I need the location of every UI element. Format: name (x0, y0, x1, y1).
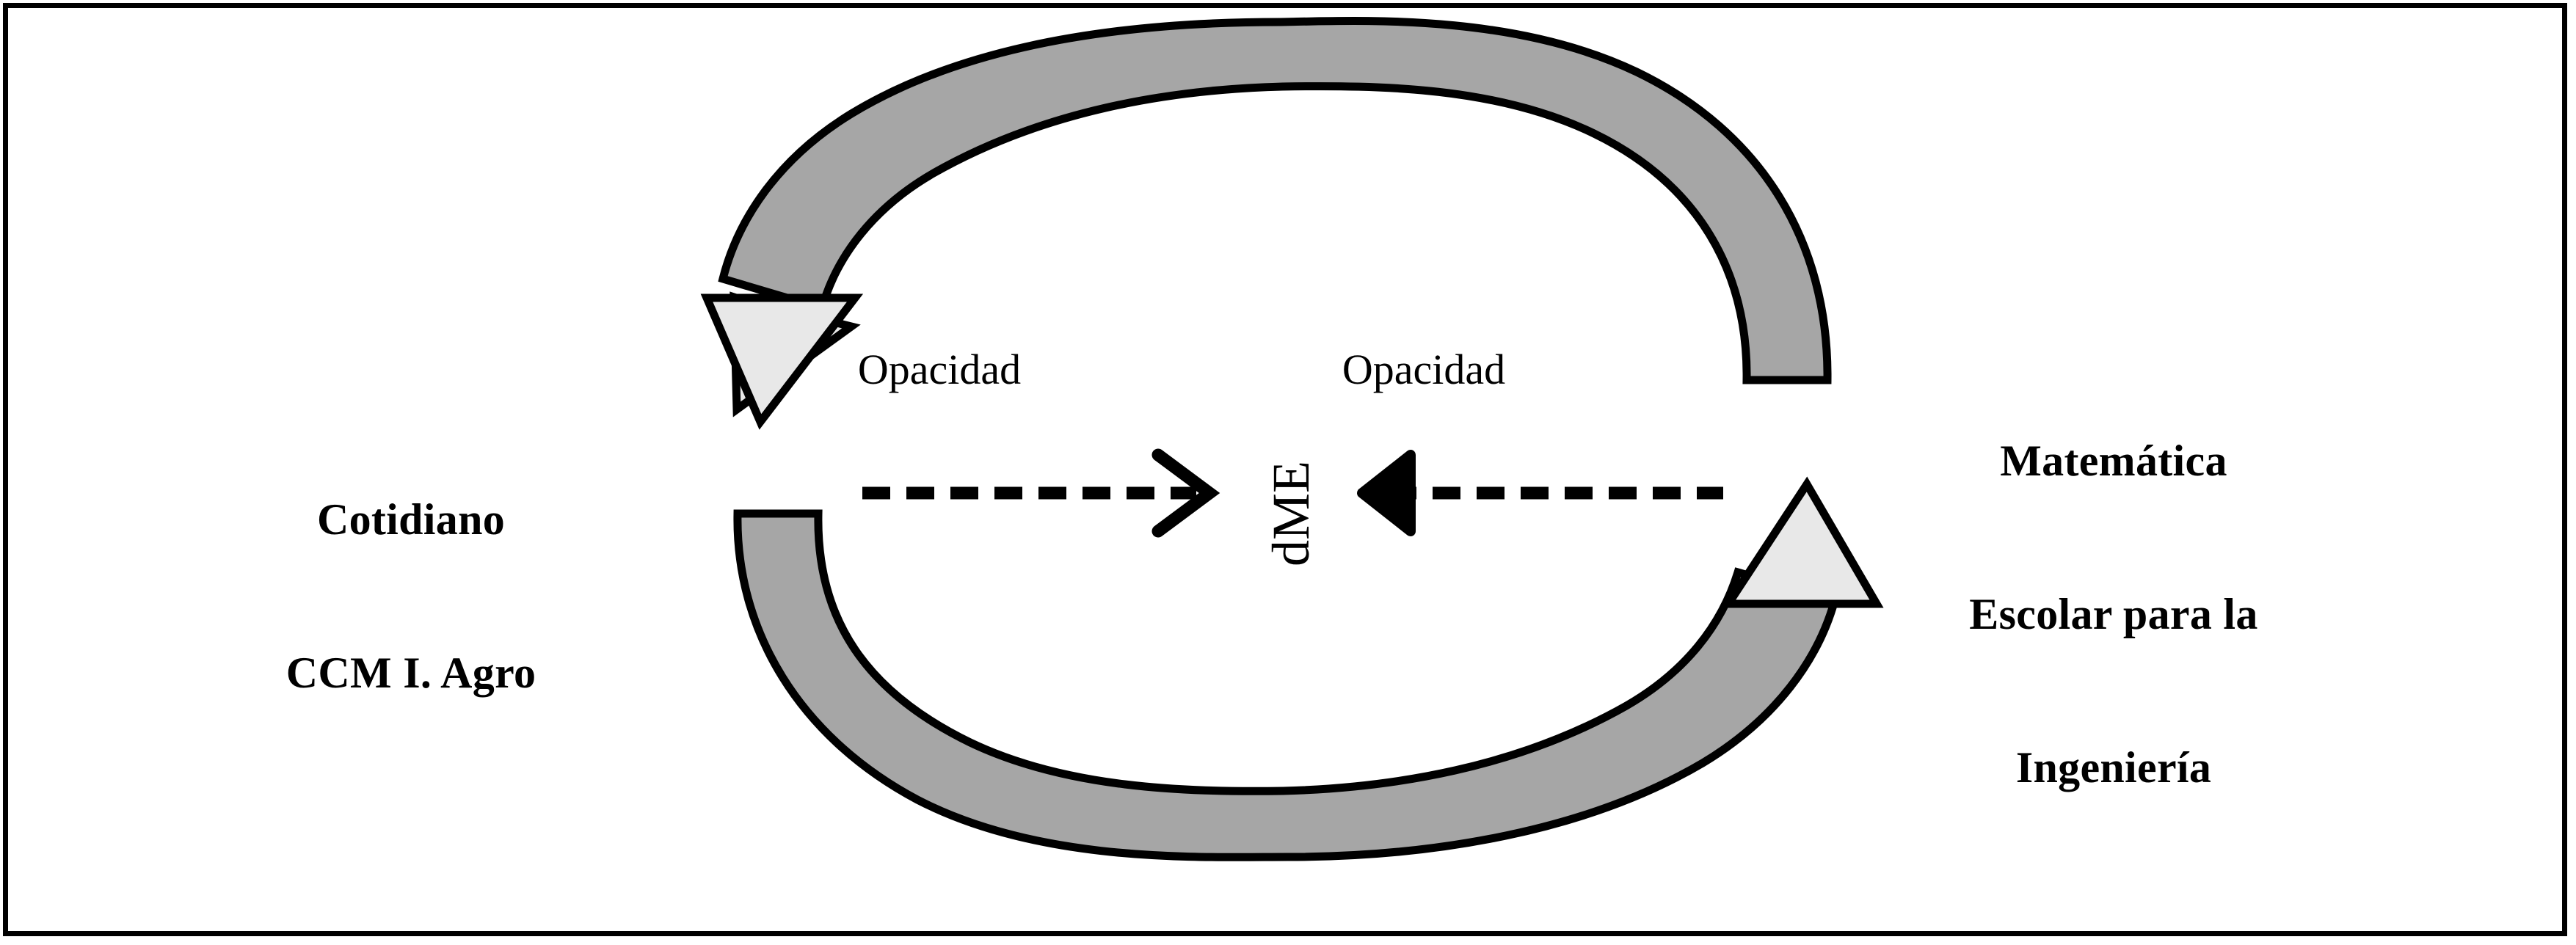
label-right-pole-line2: Escolar para la (1969, 589, 2258, 638)
label-center-dme: dME (1218, 440, 1365, 587)
label-left-pole: Cotidiano CCM I. Agro (220, 393, 602, 801)
label-left-pole-line1: Cotidiano (316, 495, 506, 544)
dashed-arrow-left-head (1357, 450, 1416, 536)
top-curved-arrow-band (718, 17, 1832, 384)
label-center-dme-text: dME (1262, 461, 1321, 566)
label-opacity-left: Opacidad (857, 346, 1022, 393)
label-left-pole-line2: CCM I. Agro (285, 648, 536, 697)
label-opacity-right: Opacidad (1342, 346, 1506, 393)
dashed-arrow-left (1357, 450, 1723, 536)
dashed-arrow-right-head (1151, 448, 1220, 538)
figure-border (3, 3, 2567, 936)
top-curved-arrow (700, 17, 1832, 430)
bottom-curved-arrow-band (733, 509, 1840, 861)
label-right-pole: Matemática Escolar para la Ingeniería (1893, 334, 2334, 896)
label-right-pole-line3: Ingeniería (2015, 742, 2212, 792)
label-right-pole-line1: Matemática (2000, 437, 2227, 486)
bottom-curved-arrow (733, 476, 1884, 861)
dashed-arrow-right (862, 448, 1220, 538)
top-curved-arrow-head-shape (700, 293, 864, 430)
bottom-curved-arrow-head (1720, 476, 1884, 608)
